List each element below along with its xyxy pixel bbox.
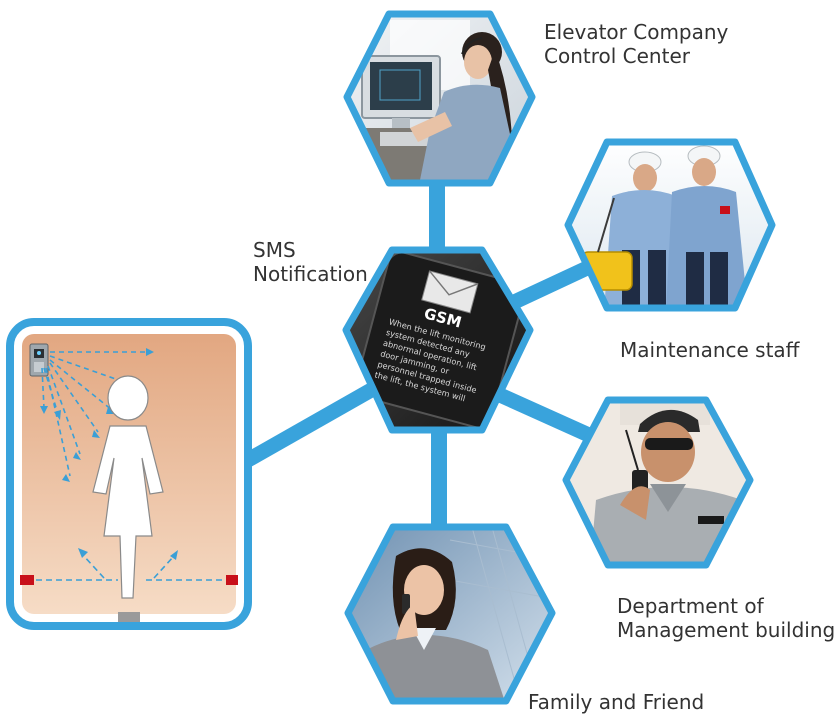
hex-family: [344, 523, 556, 705]
floor-beams: [36, 553, 224, 581]
maintenance-photo: [568, 142, 772, 308]
control-center-photo: [347, 14, 532, 183]
connector-left: [244, 378, 384, 467]
floor-sensor-right: [226, 575, 238, 585]
connector-bottom: [431, 420, 447, 535]
label-line: Control Center: [544, 44, 690, 68]
elevator-door-edge: [118, 612, 140, 622]
connector-se: [496, 388, 604, 447]
label-family-friend: Family and Friend: [528, 690, 704, 714]
connector-top: [429, 175, 445, 265]
sensor-beams: [41, 351, 146, 477]
hex-gsm: GSM When the lift monitoring system dete…: [342, 246, 534, 434]
security-guard-photo: [566, 400, 750, 565]
camera-sensor-icon: [29, 343, 49, 377]
person-figure-icon: [92, 375, 164, 599]
label-maintenance-staff: Maintenance staff: [620, 338, 799, 362]
label-sms-notification: SMS Notification: [253, 238, 368, 286]
label-line: SMS: [253, 238, 296, 262]
label-line: Notification: [253, 262, 368, 286]
label-line: Elevator Company: [544, 20, 729, 44]
elevator-panel: [6, 318, 252, 630]
label-line: Family and Friend: [528, 690, 705, 714]
label-line: Maintenance staff: [620, 338, 800, 362]
envelope-icon: [421, 270, 479, 314]
family-friend-photo: [348, 527, 552, 701]
floor-beam-arrowheads: [78, 548, 178, 560]
hex-maintenance: [564, 138, 776, 312]
label-line: Department of: [617, 594, 764, 618]
floor-sensor-left: [20, 575, 34, 585]
label-line: Management building: [617, 618, 836, 642]
label-control-center: Elevator Company Control Center: [544, 20, 728, 68]
hex-control-center: [343, 10, 536, 187]
hex-department: [562, 396, 754, 569]
label-department: Department of Management building: [617, 594, 835, 642]
